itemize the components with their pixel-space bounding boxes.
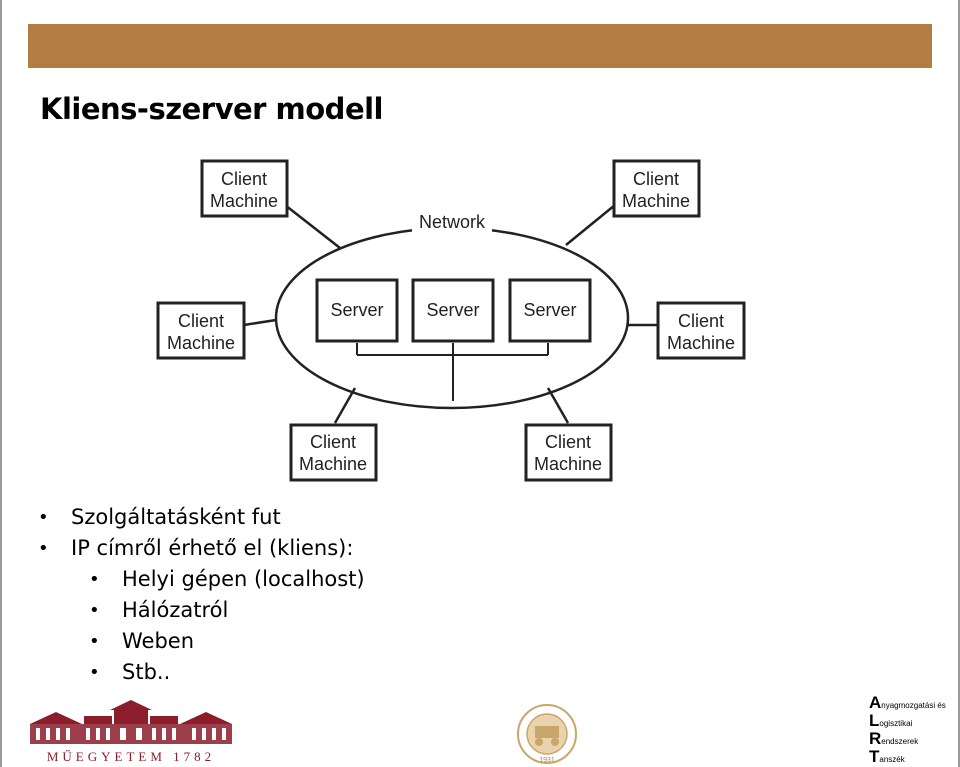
bullet-marker: • (89, 569, 100, 590)
client-machine-mid-left: Client Machine (156, 301, 246, 360)
department-line: Anyagmozgatási és (869, 693, 946, 712)
bullet-marker: • (89, 631, 100, 652)
bullet-subitem: Hálózatról (122, 598, 229, 622)
server-label: Server (330, 300, 383, 320)
department-line: Logisztikai (869, 711, 913, 730)
server-box-1: Server (315, 278, 399, 343)
link-top-right (565, 204, 616, 246)
svg-text:Machine: Machine (299, 454, 367, 474)
client-machine-top-left: Client Machine (200, 159, 289, 218)
bullet-marker: • (38, 538, 49, 559)
client-server-diagram: Network Server Server Server Client Mach… (156, 159, 746, 482)
server-label: Server (426, 300, 479, 320)
bullet-marker: • (89, 662, 100, 683)
link-bot-right (546, 387, 570, 424)
slide-border-right (958, 0, 960, 767)
svg-text:Client: Client (178, 311, 224, 331)
svg-text:Machine: Machine (667, 333, 735, 353)
faculty-seal: 1931 (517, 704, 577, 764)
department-line: Tanszék (869, 747, 905, 766)
bullet-subitem: Helyi gépen (localhost) (122, 567, 365, 591)
client-machine-top-right: Client Machine (612, 159, 701, 218)
bullet-item: Szolgáltatásként fut (71, 505, 281, 529)
link-mid-left (243, 318, 277, 327)
server-box-3: Server (508, 278, 592, 343)
bullet-marker: • (89, 600, 100, 621)
server-label: Server (523, 300, 576, 320)
svg-text:Client: Client (545, 432, 591, 452)
network-label: Network (419, 212, 486, 232)
seal-year: 1931 (539, 757, 555, 764)
bullet-subitem: Stb.. (122, 660, 171, 684)
bullet-item: IP címről érhető el (kliens): (71, 536, 354, 560)
svg-text:Machine: Machine (622, 191, 690, 211)
header-band (28, 24, 932, 68)
bullet-subitem: Weben (122, 629, 195, 653)
svg-text:Machine: Machine (534, 454, 602, 474)
svg-text:Client: Client (310, 432, 356, 452)
bullet-marker: • (38, 507, 49, 528)
link-bot-left (333, 387, 357, 424)
client-machine-bottom-left: Client Machine (289, 423, 378, 482)
slide-border-left (0, 0, 2, 767)
svg-text:Client: Client (678, 311, 724, 331)
university-logo: MŰEGYETEM 1782 (30, 700, 232, 764)
department-line: Rendszerek (869, 729, 919, 748)
svg-text:Machine: Machine (167, 333, 235, 353)
client-machine-bottom-right: Client Machine (524, 423, 613, 482)
client-machine-mid-right: Client Machine (656, 301, 746, 360)
department-logo: Anyagmozgatási és Logisztikai Rendszerek… (869, 693, 959, 767)
server-box-2: Server (411, 278, 495, 343)
svg-text:Client: Client (633, 169, 679, 189)
svg-text:Machine: Machine (210, 191, 278, 211)
svg-text:Client: Client (221, 169, 267, 189)
link-top-left (284, 204, 341, 249)
university-logo-text: MŰEGYETEM 1782 (47, 749, 215, 764)
slide-title: Kliens-szerver modell (40, 92, 384, 126)
